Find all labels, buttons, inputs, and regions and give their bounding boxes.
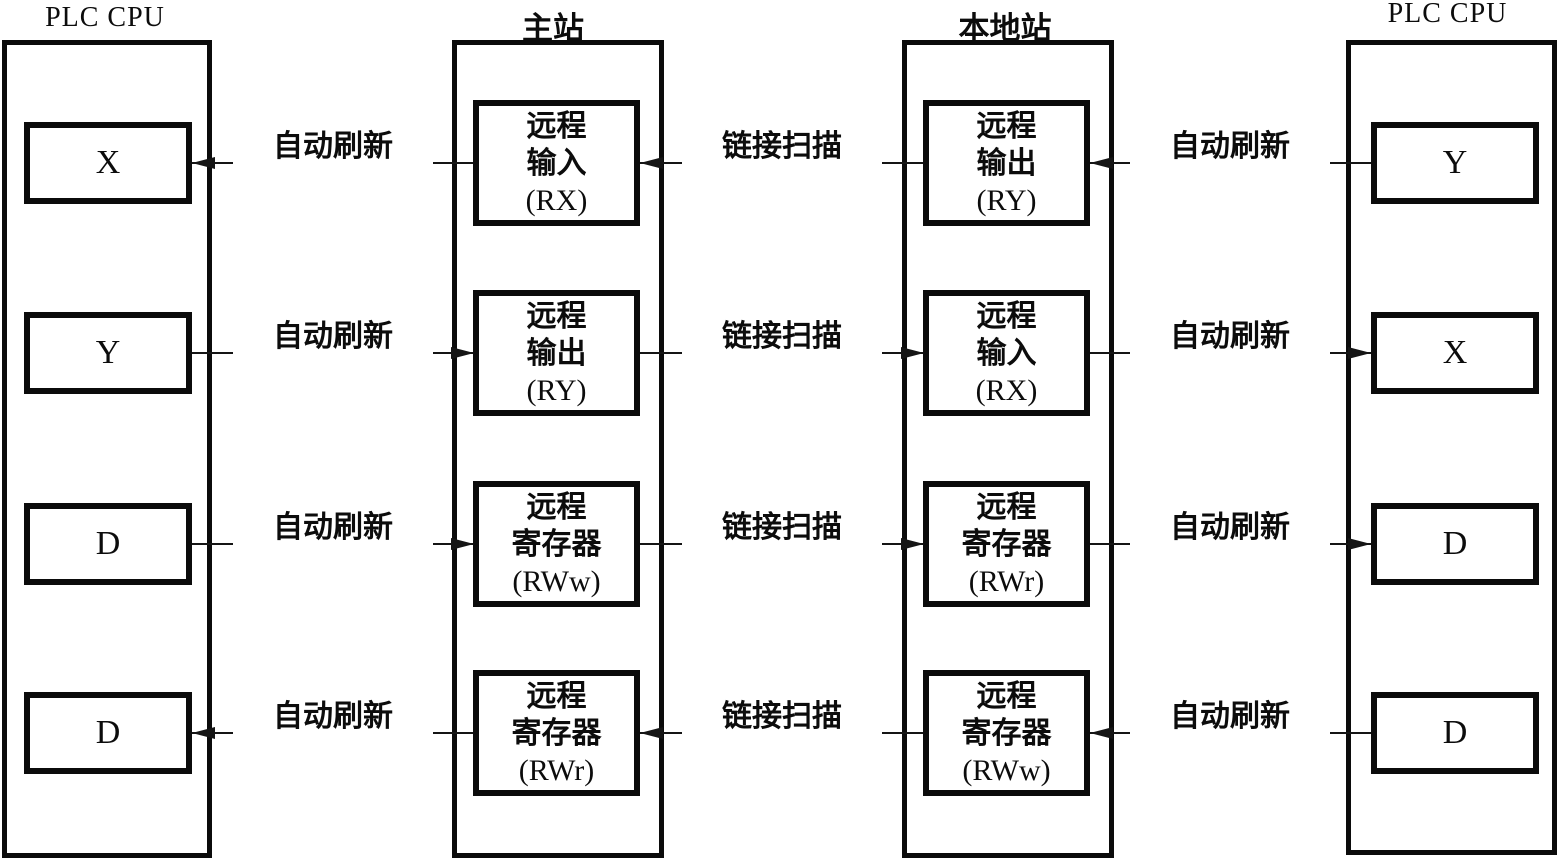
column-title-plc-right: PLC CPU (1387, 0, 1508, 29)
buffer-label-line3: (RY) (526, 373, 587, 407)
buffer-label-line1: 远程 (976, 490, 1037, 524)
arrow-right-icon (451, 538, 474, 550)
buffer-label-line3: (RWw) (962, 753, 1051, 787)
arrow-label-link-scan: 链接扫描 (682, 311, 882, 355)
arrow-label-link-scan: 链接扫描 (682, 691, 882, 735)
buffer-label-line2: 寄存器 (961, 527, 1052, 561)
arrow-label-link-scan: 链接扫描 (682, 502, 882, 546)
buffer-label-line2: 输入 (976, 336, 1037, 370)
device-label: X (1442, 334, 1468, 371)
arrow-right-icon (1348, 538, 1371, 550)
arrow-label-auto-refresh: 自动刷新 (233, 311, 433, 355)
local-buffer-box: 远程 输入 (RX) (923, 290, 1090, 416)
buffer-label-line2: 输出 (526, 336, 587, 370)
device-label: D (1442, 525, 1468, 562)
arrow-label-auto-refresh: 自动刷新 (1130, 121, 1330, 165)
local-buffer-box: 远程 寄存器 (RWr) (923, 481, 1090, 607)
plc-left-device-box: X (24, 122, 192, 204)
device-label: X (95, 144, 121, 181)
buffer-label-line2: 寄存器 (511, 716, 602, 750)
plc-right-device-box: X (1371, 312, 1539, 394)
arrow-right-icon (901, 347, 924, 359)
buffer-label-line3: (RWr) (518, 753, 595, 787)
device-label: D (95, 525, 121, 562)
arrow-left-icon (1090, 727, 1113, 739)
buffer-label-line1: 远程 (526, 679, 587, 713)
arrow-label-auto-refresh: 自动刷新 (1130, 502, 1330, 546)
device-label: Y (1442, 144, 1468, 181)
master-buffer-box: 远程 输入 (RX) (473, 100, 640, 226)
arrow-left-icon (1090, 157, 1113, 169)
local-buffer-box: 远程 寄存器 (RWw) (923, 670, 1090, 796)
arrow-label-auto-refresh: 自动刷新 (233, 121, 433, 165)
arrow-left-icon (192, 727, 215, 739)
arrow-label-link-scan: 链接扫描 (682, 121, 882, 165)
arrow-right-icon (1348, 347, 1371, 359)
buffer-label-line1: 远程 (976, 299, 1037, 333)
arrow-left-icon (640, 727, 663, 739)
buffer-label-line3: (RX) (975, 373, 1038, 407)
plc-left-device-box: Y (24, 312, 192, 394)
buffer-label-line2: 寄存器 (511, 527, 602, 561)
plc-right-device-box: D (1371, 692, 1539, 774)
buffer-label-line1: 远程 (526, 490, 587, 524)
arrow-left-icon (192, 157, 215, 169)
arrow-label-auto-refresh: 自动刷新 (1130, 691, 1330, 735)
plc-left-device-box: D (24, 503, 192, 585)
buffer-label-line1: 远程 (976, 679, 1037, 713)
plc-right-device-box: Y (1371, 122, 1539, 204)
device-label: D (95, 714, 121, 751)
column-title-plc-left: PLC CPU (45, 2, 165, 33)
arrow-label-auto-refresh: 自动刷新 (1130, 311, 1330, 355)
buffer-label-line1: 远程 (526, 109, 587, 143)
device-label: D (1442, 714, 1468, 751)
buffer-label-line1: 远程 (526, 299, 587, 333)
buffer-label-line3: (RX) (525, 183, 588, 217)
buffer-label-line2: 输入 (526, 146, 587, 180)
arrow-right-icon (451, 347, 474, 359)
buffer-label-line2: 寄存器 (961, 716, 1052, 750)
master-buffer-box: 远程 输出 (RY) (473, 290, 640, 416)
arrow-label-auto-refresh: 自动刷新 (233, 691, 433, 735)
buffer-label-line3: (RWr) (968, 564, 1045, 598)
buffer-label-line2: 输出 (976, 146, 1037, 180)
buffer-label-line3: (RWw) (512, 564, 601, 598)
master-buffer-box: 远程 寄存器 (RWw) (473, 481, 640, 607)
local-buffer-box: 远程 输出 (RY) (923, 100, 1090, 226)
plc-left-device-box: D (24, 692, 192, 774)
arrow-right-icon (901, 538, 924, 550)
buffer-label-line1: 远程 (976, 109, 1037, 143)
device-label: Y (95, 334, 121, 371)
arrow-label-auto-refresh: 自动刷新 (233, 502, 433, 546)
buffer-label-line3: (RY) (976, 183, 1037, 217)
master-buffer-box: 远程 寄存器 (RWr) (473, 670, 640, 796)
plc-right-device-box: D (1371, 503, 1539, 585)
arrow-left-icon (640, 157, 663, 169)
